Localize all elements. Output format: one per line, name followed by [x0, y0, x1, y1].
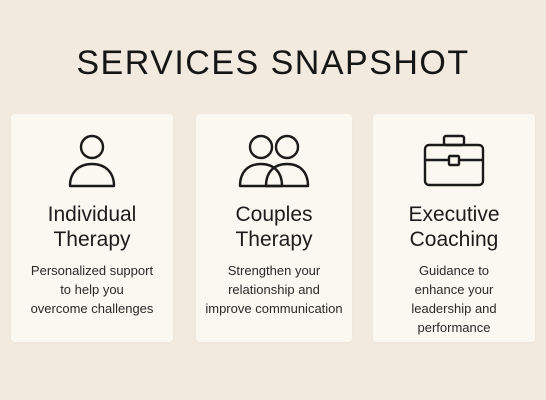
card-desc-line: Strengthen your — [227, 263, 321, 278]
card-description: Personalized support to help you overcom… — [11, 261, 173, 318]
card-desc-line: Guidance to — [418, 263, 490, 278]
couple-icon — [196, 131, 352, 191]
service-card-executive-coaching[interactable]: Executive Coaching Guidance to enhance y… — [373, 114, 535, 342]
card-desc-line: improve communication — [205, 301, 343, 316]
card-title-line: Therapy — [53, 228, 131, 251]
card-title-line: Therapy — [235, 228, 313, 251]
card-title-line: Couples — [235, 203, 313, 226]
card-title: Individual Therapy — [11, 202, 173, 252]
person-icon — [11, 131, 173, 191]
service-card-individual-therapy[interactable]: Individual Therapy Personalized support … — [11, 114, 173, 342]
card-title: Executive Coaching — [373, 202, 535, 252]
card-title: Couples Therapy — [196, 202, 352, 252]
card-desc-line: relationship and — [228, 282, 320, 297]
card-desc-line: leadership and — [411, 301, 497, 316]
service-card-couples-therapy[interactable]: Couples Therapy Strengthen your relation… — [196, 114, 352, 342]
card-description: Guidance to enhance your leadership and … — [373, 261, 535, 337]
card-desc-line: Personalized support — [30, 263, 154, 278]
card-title-line: Coaching — [409, 228, 499, 251]
card-title-line: Individual — [47, 203, 137, 226]
card-desc-line: performance — [417, 320, 491, 335]
card-title-line: Executive — [408, 203, 500, 226]
page-title: SERVICES SNAPSHOT — [76, 44, 470, 82]
card-description: Strengthen your relationship and improve… — [196, 261, 352, 318]
card-desc-line: overcome challenges — [30, 301, 154, 316]
card-desc-line: enhance your — [414, 282, 494, 297]
card-desc-line: to help you — [60, 282, 124, 297]
briefcase-icon — [373, 131, 535, 191]
